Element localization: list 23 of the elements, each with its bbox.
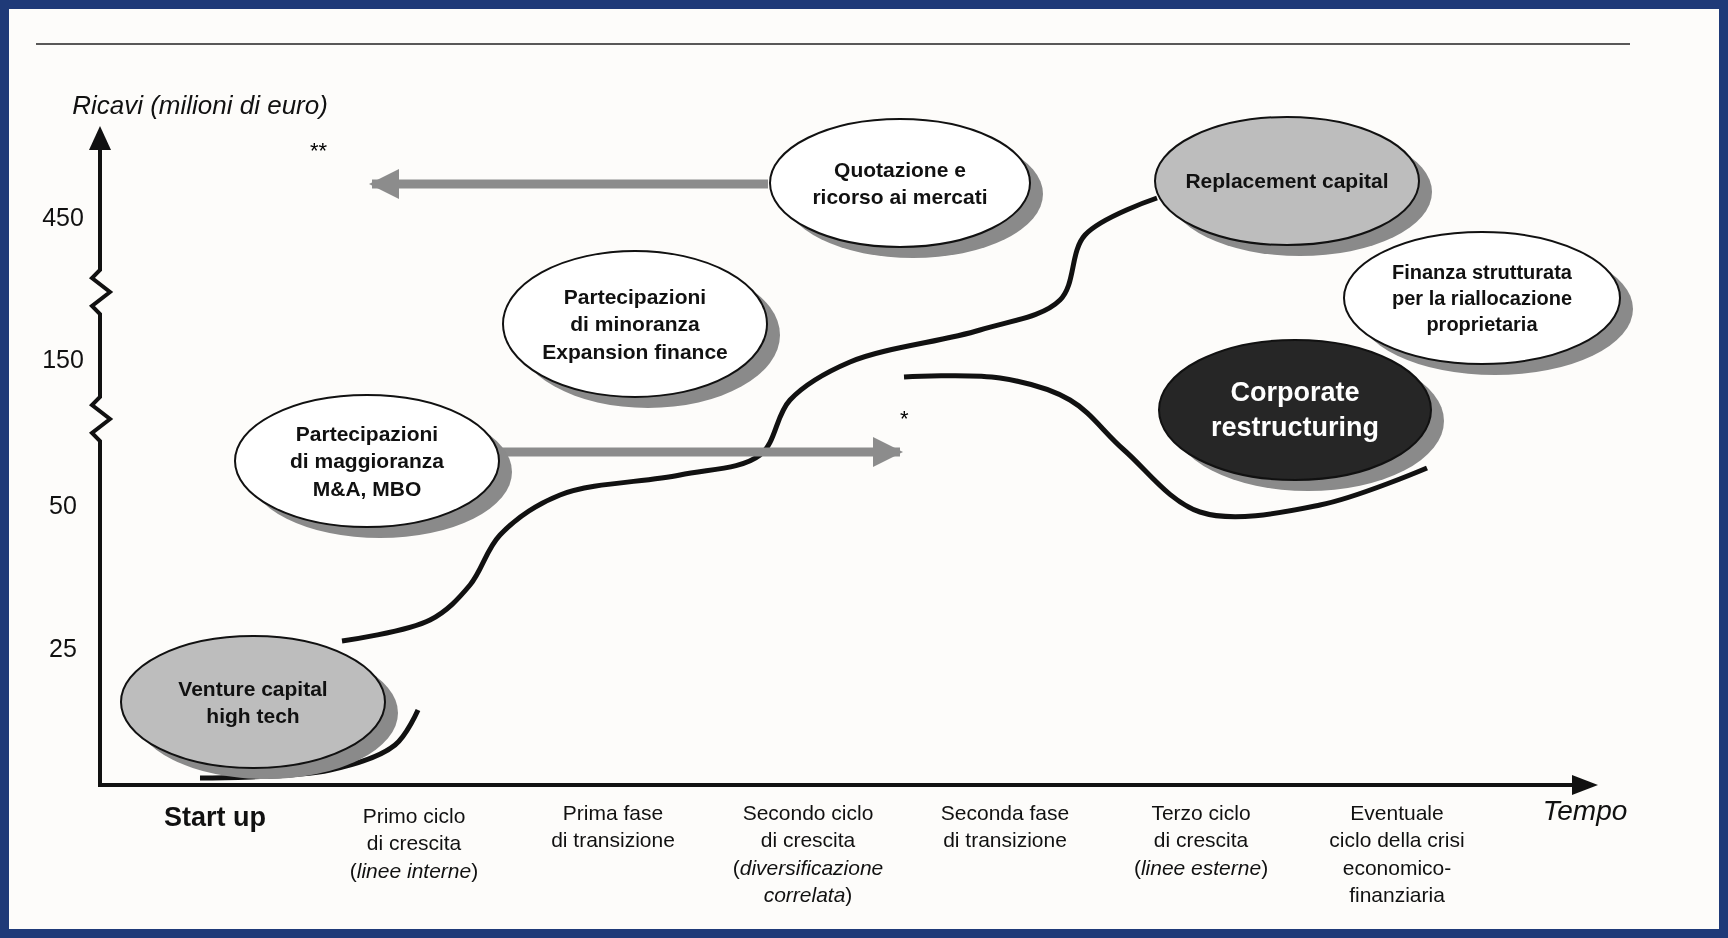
tick-label: 25	[49, 632, 77, 664]
node-label: Quotazione e ricorso ai mercati	[811, 156, 989, 210]
phase-label: Secondo ciclo di crescita (diversificazione correlata)	[731, 800, 885, 909]
phase-label: Primo ciclo di crescita (linee interne)	[348, 803, 480, 884]
node-label: Venture capital high tech	[177, 675, 329, 729]
footnote-mark: **	[310, 140, 328, 162]
tick-label: 150	[42, 343, 84, 375]
phase-label: Start up	[164, 801, 266, 835]
phase-label: Seconda fase di transizione	[939, 799, 1071, 853]
node-label: Replacement capital	[1185, 168, 1389, 195]
axis-title: Ricavi (milioni di euro)	[72, 89, 328, 123]
axis-title: Tempo	[1542, 793, 1628, 828]
footnote-mark: *	[900, 408, 909, 430]
tick-label: 50	[49, 489, 77, 521]
tick-label: 450	[42, 201, 84, 233]
phase-label: Prima fase di transizione	[550, 799, 676, 853]
arrow	[369, 169, 768, 199]
node-label: Finanza strutturata per la riallocazione proprietaria	[1390, 260, 1574, 337]
phase-label: Terzo ciclo di crescita (linee esterne)	[1132, 800, 1270, 881]
node-label: Partecipazioni di maggioranza M&A, MBO	[288, 421, 445, 502]
node-label: Corporate restructuring	[1209, 375, 1380, 444]
node-label: Partecipazioni di minoranza Expansion finance	[541, 284, 729, 365]
phase-label: Eventuale ciclo della crisi economico-finanziaria	[1328, 800, 1466, 909]
